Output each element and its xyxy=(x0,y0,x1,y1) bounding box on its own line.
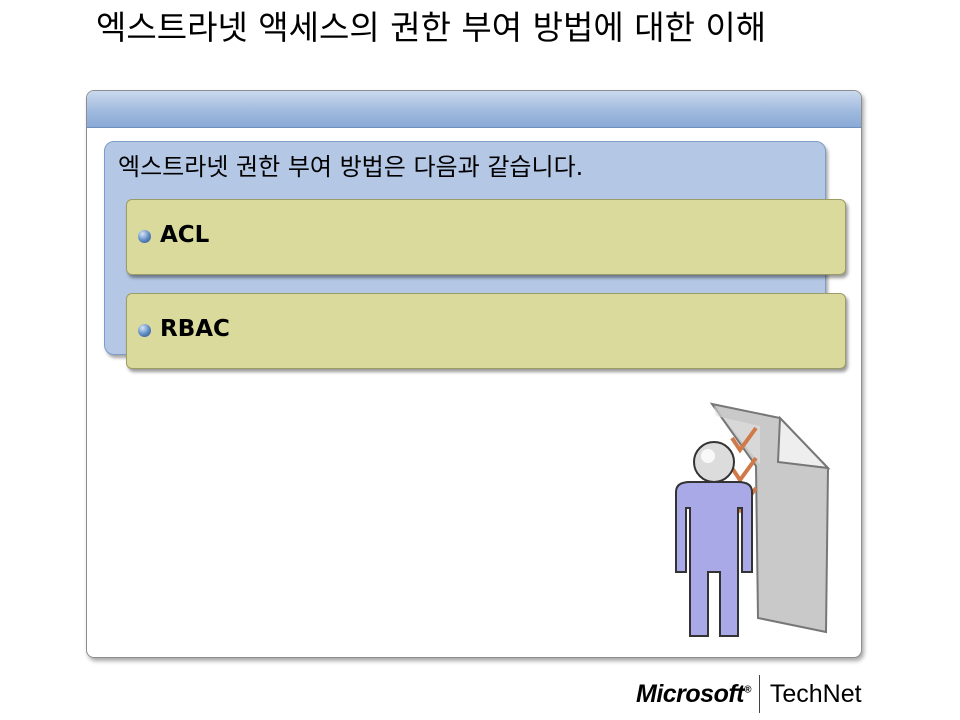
technet-logo: Microsoft® TechNet xyxy=(636,674,876,714)
person-icon xyxy=(675,441,753,637)
item-box-acl xyxy=(126,199,846,275)
panel-header-bar xyxy=(87,91,861,128)
slide-title: 엑스트라넷 액세스의 권한 부여 방법에 대한 이해 xyxy=(96,8,767,47)
document-icon xyxy=(709,402,831,634)
bullet-icon xyxy=(138,230,151,243)
bullet-icon xyxy=(138,324,151,337)
microsoft-logo: Microsoft® xyxy=(636,679,751,708)
person-checklist-icon xyxy=(675,402,831,637)
item-box-rbac xyxy=(126,293,846,369)
technet-label: TechNet xyxy=(769,679,862,708)
item-label-rbac: RBAC xyxy=(160,316,230,342)
item-label-acl: ACL xyxy=(160,222,210,248)
group-label: 엑스트라넷 권한 부여 방법은 다음과 같습니다. xyxy=(118,153,584,181)
logo-divider xyxy=(758,675,760,713)
